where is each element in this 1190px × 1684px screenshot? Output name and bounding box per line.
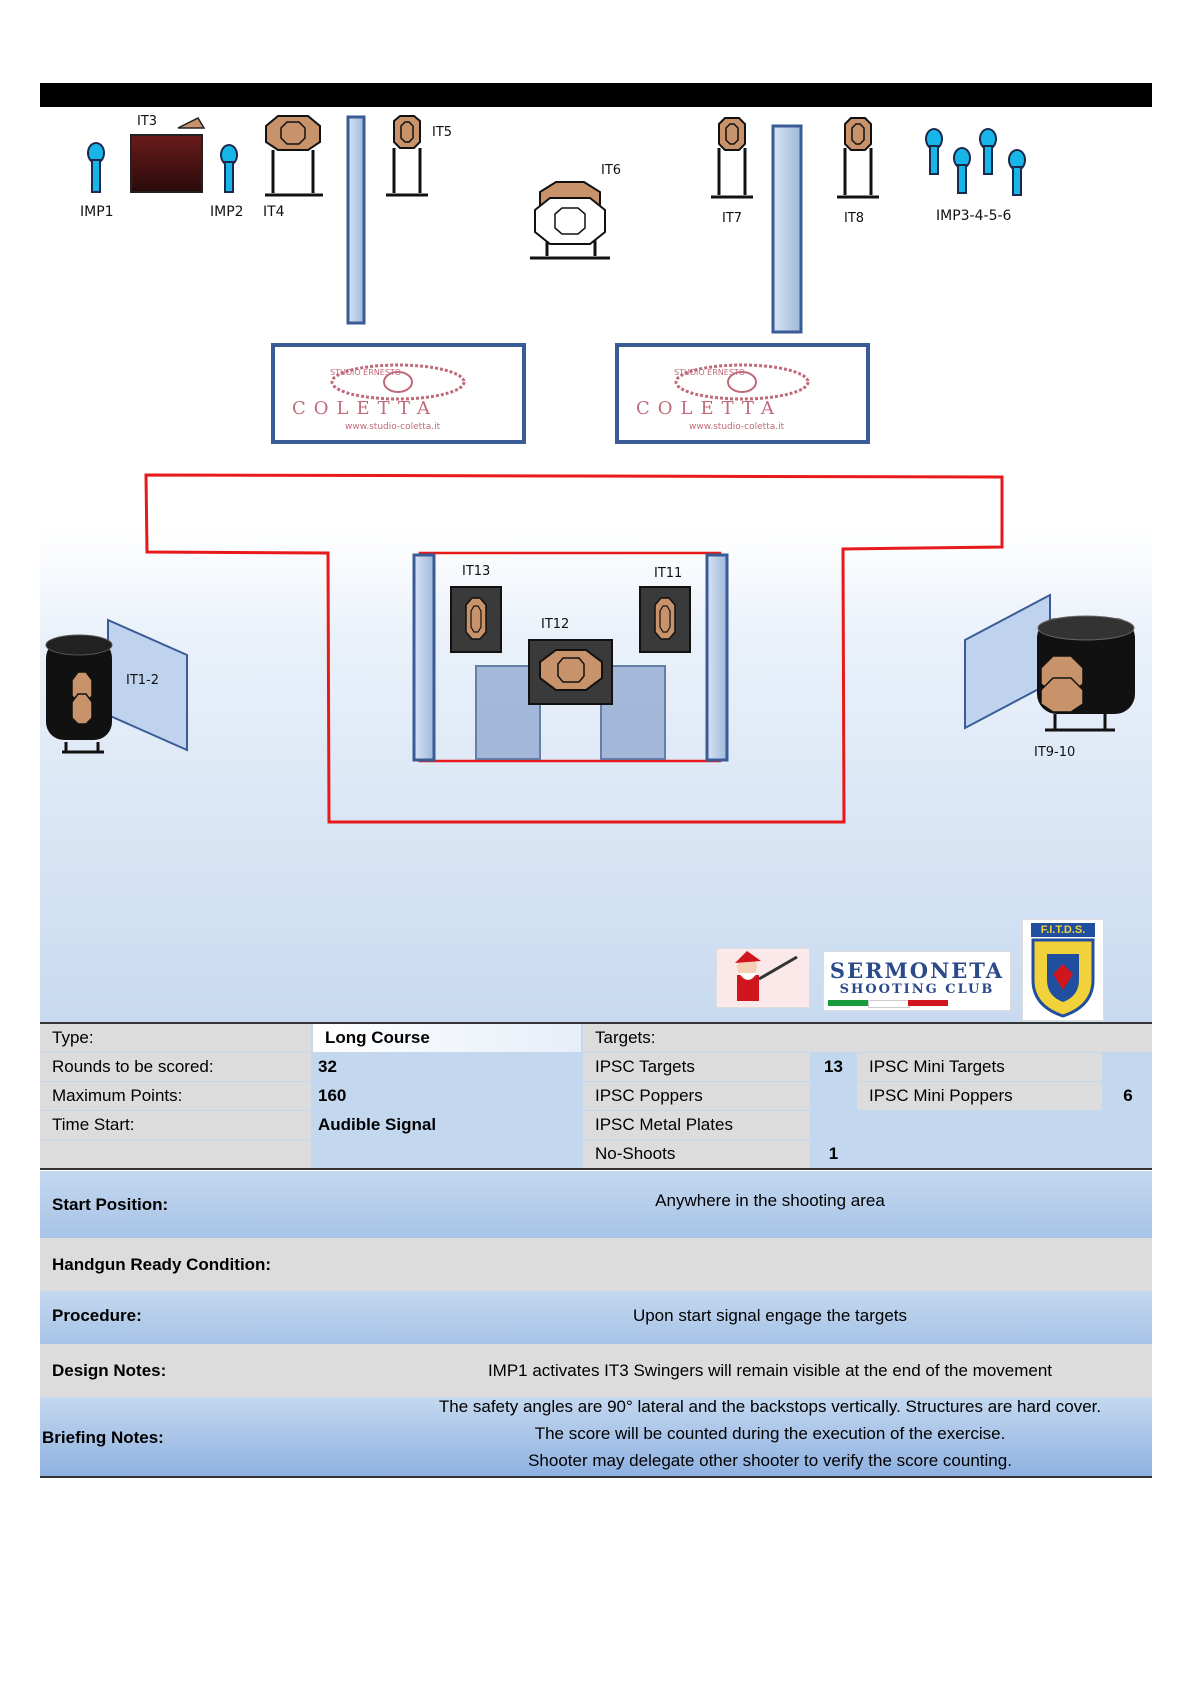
fitds-text: F.I.T.D.S. — [1031, 923, 1095, 937]
target-it9-10 — [964, 593, 1135, 732]
club-line2: SHOOTING CLUB — [839, 982, 995, 997]
label-it4: IT4 — [263, 204, 285, 220]
label-it6: IT6 — [601, 163, 622, 178]
no-shoots-value: 1 — [828, 1144, 839, 1163]
target-it13 — [450, 586, 502, 653]
flag-white — [868, 1000, 910, 1008]
fault-line — [144, 473, 1004, 824]
procedure-label: Procedure: — [52, 1306, 142, 1325]
points-value: 160 — [318, 1086, 347, 1105]
target-it4 — [265, 115, 323, 197]
label-it11: IT11 — [654, 566, 683, 581]
time-value: Audible Signal — [318, 1115, 437, 1134]
target-it11 — [639, 586, 691, 653]
label-it3: IT3 — [137, 114, 158, 129]
popper-imp5 — [979, 128, 997, 175]
ready-condition-row: Handgun Ready Condition: — [40, 1238, 1152, 1291]
label-imp2: IMP2 — [210, 204, 244, 220]
santa-logo — [716, 948, 810, 1008]
label-imp1: IMP1 — [80, 204, 114, 220]
banner-right — [615, 343, 870, 444]
briefing-line-1: The safety angles are 90° lateral and th… — [438, 1397, 1102, 1416]
banner-right-title: COLETTA — [636, 398, 782, 419]
label-it9-10: IT9-10 — [1034, 745, 1076, 760]
popper-imp4 — [953, 147, 971, 194]
design-notes-row: Design Notes: IMP1 activates IT3 Swinger… — [40, 1344, 1152, 1397]
label-it5: IT5 — [432, 125, 453, 140]
sermoneta-logo: SERMONETA SHOOTING CLUB — [823, 951, 1011, 1011]
target-it12 — [528, 639, 613, 705]
rounds-label: Rounds to be scored: — [40, 1053, 311, 1081]
wall-left-top — [346, 115, 366, 325]
flag-red — [908, 1000, 948, 1006]
popper-imp6 — [1008, 149, 1026, 196]
ipsc-targets-value: 13 — [824, 1057, 843, 1076]
target-it7 — [711, 117, 753, 199]
popper-imp2 — [220, 144, 238, 193]
points-label: Maximum Points: — [40, 1082, 311, 1110]
target-it6-noshoot — [530, 181, 610, 260]
metal-plates-label: IPSC Metal Plates — [583, 1111, 810, 1139]
type-value: Long Course — [313, 1024, 581, 1052]
table-top-rule — [40, 1022, 1152, 1024]
targets-label: Targets: — [583, 1024, 1152, 1052]
label-it12: IT12 — [541, 617, 570, 632]
table-bottom-rule — [40, 1476, 1152, 1478]
label-it1-2: IT1-2 — [126, 673, 160, 688]
procedure-value: Upon start signal engage the targets — [632, 1306, 908, 1325]
banner-left-url: www.studio-coletta.it — [345, 422, 441, 432]
popper-imp3 — [925, 128, 943, 175]
label-it13: IT13 — [462, 564, 491, 579]
banner-right-url: www.studio-coletta.it — [689, 422, 785, 432]
fitds-logo: F.I.T.D.S. — [1022, 919, 1104, 1021]
stage-diagram-background — [40, 107, 1152, 1023]
fitds-shield-icon — [1031, 938, 1095, 1018]
procedure-row: Procedure: Upon start signal engage the … — [40, 1291, 1152, 1344]
time-label: Time Start: — [40, 1111, 311, 1139]
empty-label-cell — [40, 1140, 311, 1168]
label-it8: IT8 — [844, 211, 865, 226]
swinger-it3 — [130, 117, 206, 193]
target-it8 — [837, 117, 879, 199]
start-position-value: Anywhere in the shooting area — [655, 1191, 885, 1210]
wall-center-left — [412, 553, 436, 762]
briefing-notes-row: Briefing Notes: The safety angles are 90… — [40, 1397, 1152, 1476]
briefing-line-3: Shooter may delegate other shooter to ve… — [528, 1451, 1012, 1470]
banner-left-title: COLETTA — [292, 398, 438, 419]
popper-imp1 — [87, 142, 105, 193]
banner-left-small: STUDIO ERNESTO — [330, 368, 402, 377]
banner-right-small: STUDIO ERNESTO — [674, 368, 746, 377]
ipsc-mini-poppers-label: IPSC Mini Poppers — [857, 1082, 1102, 1110]
briefing-line-2: The score will be counted during the exe… — [534, 1424, 1006, 1443]
header-bar — [40, 83, 1152, 107]
design-notes-value: IMP1 activates IT3 Swingers will remain … — [487, 1361, 1053, 1380]
club-line1: SERMONETA — [829, 958, 1005, 983]
wall-center-right — [705, 553, 729, 762]
design-notes-label: Design Notes: — [52, 1361, 167, 1380]
ipsc-targets-label: IPSC Targets — [583, 1053, 810, 1081]
ready-condition-label: Handgun Ready Condition: — [52, 1255, 272, 1274]
ipsc-mini-poppers-value: 6 — [1123, 1086, 1133, 1105]
rounds-value: 32 — [318, 1057, 337, 1076]
type-label: Type: — [40, 1024, 311, 1052]
start-position-label: Start Position: — [52, 1195, 169, 1214]
wall-right-top — [771, 124, 803, 334]
ipsc-mini-targets-label: IPSC Mini Targets — [857, 1053, 1102, 1081]
no-shoots-label: No-Shoots — [583, 1140, 810, 1168]
table-mid-rule — [40, 1168, 1152, 1170]
label-it7: IT7 — [722, 211, 743, 226]
label-imp3-4-5-6: IMP3-4-5-6 — [936, 208, 1012, 224]
banner-left — [271, 343, 526, 444]
target-it1-2 — [45, 618, 188, 754]
flag-green — [828, 1000, 868, 1006]
start-position-row: Start Position: Anywhere in the shooting… — [40, 1171, 1152, 1238]
ipsc-poppers-label: IPSC Poppers — [583, 1082, 810, 1110]
target-it5 — [386, 115, 428, 197]
santa-icon — [735, 951, 798, 1001]
briefing-notes-label: Briefing Notes: — [42, 1428, 164, 1447]
